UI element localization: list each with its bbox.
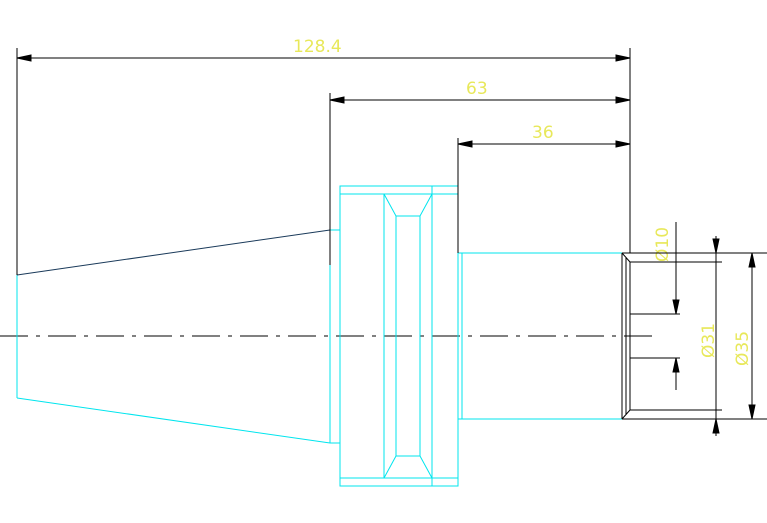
dim-hole-diameter-label: Ø10	[653, 227, 673, 262]
dim-outer-diameter	[622, 236, 767, 436]
dim-shank-length-label: 36	[532, 123, 554, 143]
dim-flange-to-end-label: 63	[466, 79, 488, 99]
taper-cone	[16, 230, 331, 444]
dim-shank-length	[457, 138, 631, 253]
dim-overall-length	[16, 48, 631, 275]
dim-inner-diameter	[630, 357, 722, 411]
shank-end	[621, 252, 631, 420]
dim-flange-to-end	[329, 93, 631, 265]
dim-outer-diameter-label: Ø35	[733, 331, 753, 366]
taper-top-edge	[16, 229, 331, 276]
dim-overall-length-label: 128.4	[293, 37, 342, 57]
dim-inner-diameter-label: Ø31	[699, 323, 719, 358]
dim-hole-diameter	[630, 222, 722, 315]
